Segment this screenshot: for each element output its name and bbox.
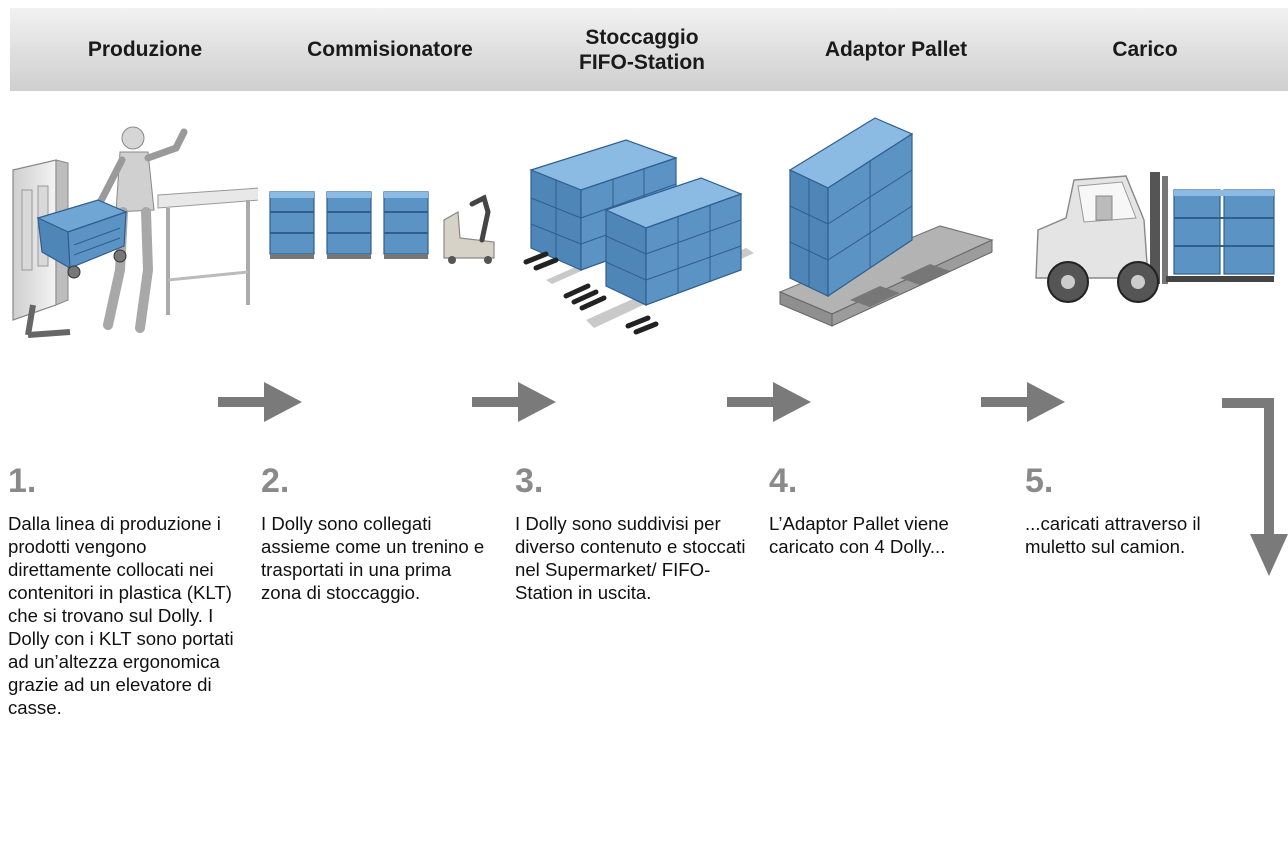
step-number-4: 4. [769, 462, 798, 500]
flow-arrow-right-3 [727, 382, 811, 422]
flow-arrow-right-4 [981, 382, 1065, 422]
flow-arrow-right-1 [218, 382, 302, 422]
fifo-station-illustration [523, 139, 754, 335]
step-number-3: 3. [515, 462, 544, 500]
step-number-2: 2. [261, 462, 290, 500]
process-header-bar: Produzione Commisionatore Stoccaggio FIF… [10, 8, 1288, 91]
production-worker-illustration [12, 126, 258, 338]
header-step-adaptor-pallet: Adaptor Pallet [824, 38, 968, 61]
dolly-train-illustration [269, 191, 495, 264]
header-step-commisionatore: Commisionatore [307, 38, 473, 61]
flow-arrow-right-2 [472, 382, 556, 422]
step-description-4: L’Adaptor Pallet viene caricato con 4 Do… [769, 513, 949, 557]
header-step-carico: Carico [1112, 38, 1178, 61]
step-description-1: Dalla linea di produzione i prodotti ven… [8, 513, 234, 718]
step-description-5: ...caricati attraverso il muletto sul ca… [1025, 513, 1201, 557]
header-step-produzione: Produzione [87, 38, 203, 61]
flow-arrow-down-exit [1222, 398, 1288, 576]
header-step-stoccaggio: Stoccaggio FIFO-Station [579, 25, 705, 74]
step-description-3: I Dolly sono suddivisi per diverso conte… [515, 513, 746, 603]
forklift-illustration [1035, 172, 1275, 303]
adaptor-pallet-illustration [778, 117, 994, 327]
step-number-1: 1. [8, 462, 37, 500]
step-number-5: 5. [1025, 462, 1054, 500]
step-description-2: I Dolly sono collegati assieme come un t… [261, 513, 485, 603]
dolly-stack [269, 191, 315, 259]
